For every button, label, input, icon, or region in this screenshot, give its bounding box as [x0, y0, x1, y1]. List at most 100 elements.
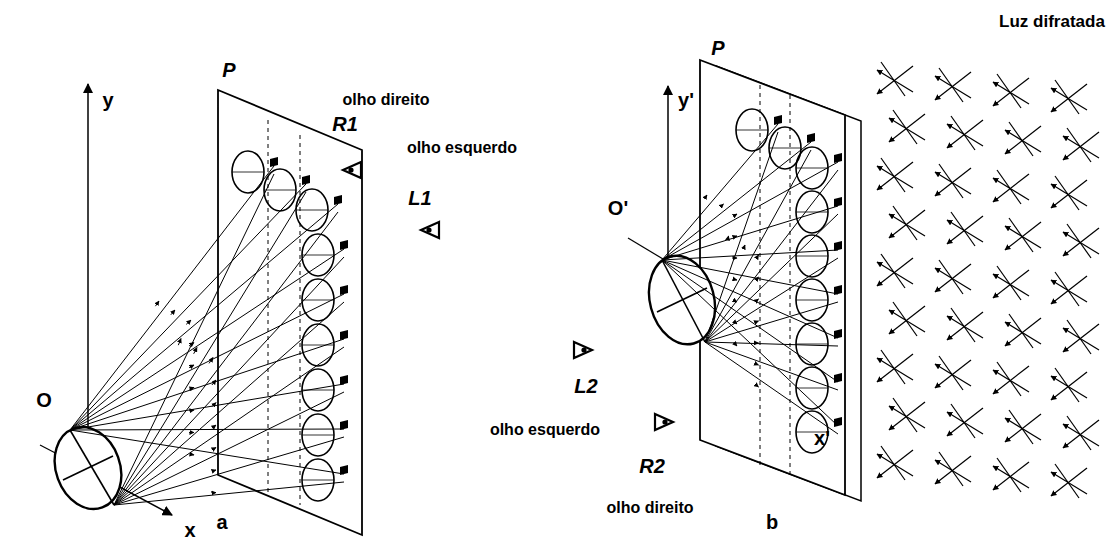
guide-line [790, 95, 791, 478]
eye-marker: L2 [574, 375, 597, 397]
image-mark [340, 240, 348, 250]
ray-arrow [743, 245, 745, 249]
light-ray [70, 430, 344, 474]
image-mark [340, 420, 348, 430]
diffracted-ray [935, 72, 971, 100]
light-ray [662, 142, 811, 260]
diffracted-ray [997, 362, 1021, 396]
diffracted-ray [881, 446, 905, 480]
diffracted-ray [993, 462, 1029, 490]
light-ray [662, 260, 838, 426]
object-cross [70, 430, 114, 505]
eye-marker: R1 [332, 113, 358, 135]
diffracted-ray [1055, 176, 1079, 210]
diffracted-ray [951, 212, 975, 246]
image-mark [834, 329, 842, 339]
lens-element [264, 169, 296, 211]
light-ray [70, 184, 306, 430]
object-cross [63, 456, 113, 480]
eye-symbol [655, 414, 673, 430]
light-ray [705, 214, 838, 342]
diffracted-ray [939, 164, 963, 198]
diffracted-ray [993, 270, 1029, 298]
lens-axis [302, 390, 334, 391]
lens-element [302, 414, 334, 456]
light-ray [114, 174, 274, 505]
lens-element [296, 189, 328, 231]
diffracted-ray [877, 162, 913, 190]
ray-arrow [756, 299, 758, 301]
object-cross [662, 260, 705, 342]
diffracted-ray [939, 68, 963, 102]
diffracted-ray [1005, 126, 1041, 154]
light-ray [114, 257, 344, 505]
ray-arrow [734, 279, 737, 281]
lens-axis [796, 300, 828, 301]
light-ray [705, 342, 838, 346]
eye-label: olho esquerdo [490, 421, 600, 439]
diffracted-ray [993, 174, 1029, 202]
diffracted-ray [889, 210, 925, 238]
lens-element [302, 459, 334, 501]
y-axis [667, 86, 669, 262]
diffracted-ray [889, 402, 925, 430]
diffracted-ray [951, 404, 975, 438]
diffracted-ray [1063, 324, 1099, 352]
lens-element [796, 147, 828, 189]
diffracted-ray [1051, 180, 1087, 208]
light-ray [662, 260, 838, 382]
lens-element [302, 369, 334, 411]
ray-arrow [212, 470, 216, 471]
diffracted-ray [935, 168, 971, 196]
region-label: Luz difratada [999, 13, 1105, 32]
diffracted-ray [1051, 372, 1087, 400]
eye-symbol [421, 222, 439, 238]
eye-symbol [343, 162, 361, 178]
eye-marker: R2 [639, 455, 665, 477]
diffracted-ray [1005, 222, 1041, 250]
diffracted-ray [1067, 224, 1091, 258]
lens-axis [232, 172, 264, 173]
ray-arrow [734, 236, 737, 238]
lens-axis [796, 212, 828, 213]
diffracted-ray [1055, 272, 1079, 306]
ray-arrow [189, 388, 194, 390]
diffracted-ray [939, 356, 963, 390]
light-ray [662, 250, 838, 260]
diffracted-ray [881, 350, 905, 384]
diffracted-ray [1067, 416, 1091, 450]
eye-pupil [662, 419, 667, 424]
diffracted-ray [951, 116, 975, 150]
diffracted-ray [1051, 84, 1087, 112]
lens-axis [796, 344, 828, 345]
diffracted-ray [889, 114, 925, 142]
image-mark [334, 195, 342, 205]
eye-pupil [581, 347, 586, 352]
diffracted-ray [881, 254, 905, 288]
light-ray [114, 347, 344, 505]
lens-axis [302, 345, 334, 346]
image-mark [270, 157, 278, 167]
diffracted-ray [947, 408, 983, 436]
z-axis [628, 238, 668, 262]
diffracted-ray [997, 74, 1021, 108]
diffracted-ray [1055, 464, 1079, 498]
light-ray [662, 124, 778, 260]
diffracted-ray [1063, 228, 1099, 256]
ray-arrow [171, 310, 175, 315]
ray-arrow [756, 385, 758, 387]
diffracted-ray [893, 110, 917, 144]
lens-element [232, 151, 264, 193]
image-mark [774, 115, 782, 125]
diffracted-ray [939, 452, 963, 486]
diffracted-ray [997, 266, 1021, 300]
ray-arrow [178, 339, 181, 346]
ray-arrow [189, 410, 194, 412]
diffracted-ray [1009, 410, 1033, 444]
diffracted-ray [935, 360, 971, 388]
diffracted-ray [1051, 468, 1087, 496]
image-mark [302, 175, 310, 185]
image-mark [834, 373, 842, 383]
light-ray [114, 212, 338, 505]
image-mark [834, 417, 842, 427]
